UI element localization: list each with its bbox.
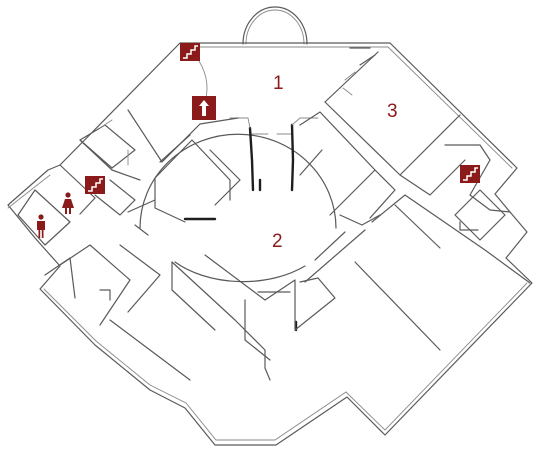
building-outline bbox=[7, 42, 533, 446]
stairs-icon bbox=[85, 176, 105, 194]
central-rotunda bbox=[139, 133, 337, 283]
right-middle-rooms bbox=[299, 111, 531, 351]
stairs-icon bbox=[460, 165, 480, 183]
room-label-3: 3 bbox=[387, 101, 398, 122]
upper-right-wing bbox=[324, 47, 511, 241]
restroom-men-icon bbox=[37, 214, 45, 238]
room-label-1: 1 bbox=[273, 73, 284, 94]
upper-left-wing bbox=[17, 54, 239, 246]
central-spine bbox=[183, 117, 319, 332]
top-rotunda bbox=[242, 6, 308, 45]
stairs-icon bbox=[180, 43, 200, 61]
room-label-2: 2 bbox=[272, 231, 283, 252]
lower-walls bbox=[109, 261, 216, 381]
lower-center-rooms bbox=[171, 229, 366, 381]
elevator-icon bbox=[192, 96, 216, 120]
left-middle-rooms bbox=[44, 139, 241, 326]
restroom-women-icon bbox=[62, 192, 74, 214]
